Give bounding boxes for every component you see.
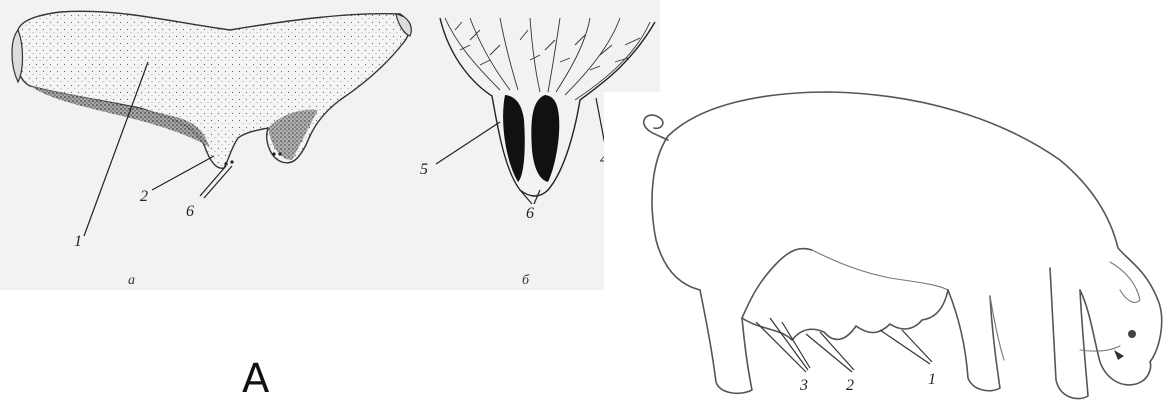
figure-letter: А bbox=[242, 356, 270, 402]
panel-a-udder-drawing: 1 2 6 а bbox=[0, 0, 660, 290]
caption-a: а bbox=[128, 273, 135, 288]
label-1: 1 bbox=[74, 233, 82, 250]
pig-background bbox=[604, 92, 1168, 414]
teat-orifice bbox=[224, 162, 227, 165]
teat-orifice bbox=[278, 152, 281, 155]
pig-drawing: 3 2 1 bbox=[604, 92, 1168, 414]
teat-orifice bbox=[272, 152, 275, 155]
pig-label-1: 1 bbox=[928, 371, 936, 388]
label-5: 5 bbox=[420, 161, 428, 178]
label-6: 6 bbox=[186, 203, 194, 220]
teat-orifice bbox=[230, 160, 233, 163]
pig-label-2: 2 bbox=[846, 377, 854, 394]
pig-eye bbox=[1128, 330, 1136, 338]
caption-b: б bbox=[522, 273, 530, 288]
label-2: 2 bbox=[140, 188, 148, 205]
pig-label-3: 3 bbox=[799, 377, 808, 394]
label-6: 6 bbox=[526, 205, 534, 222]
